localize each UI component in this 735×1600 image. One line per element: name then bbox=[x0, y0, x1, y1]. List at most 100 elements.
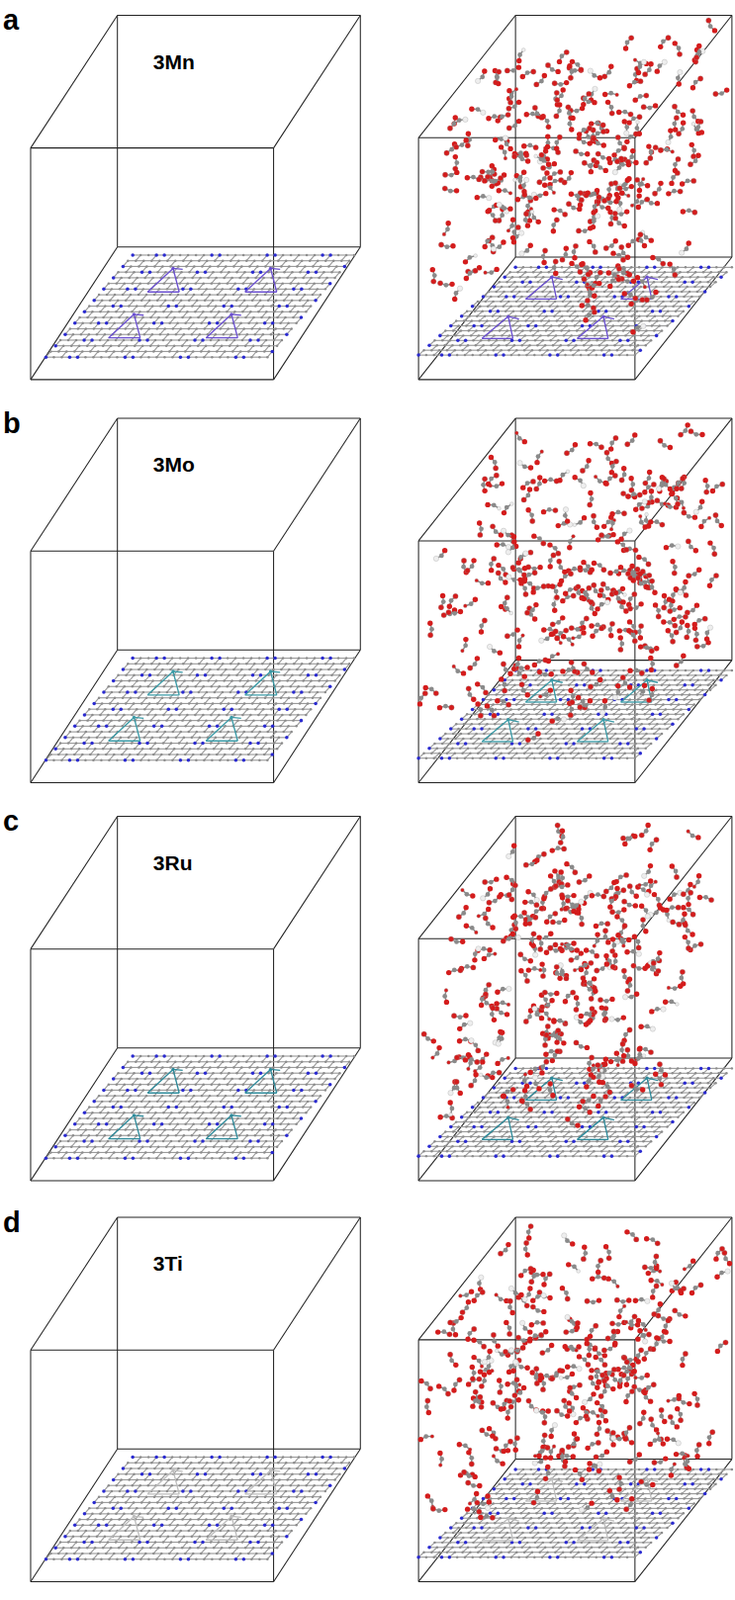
atom bbox=[169, 265, 172, 268]
atom bbox=[513, 280, 516, 283]
atom bbox=[599, 314, 602, 317]
atom bbox=[518, 339, 523, 344]
atom bbox=[704, 275, 707, 278]
atom bbox=[238, 333, 241, 336]
atom bbox=[493, 353, 498, 358]
carbon-atom bbox=[454, 290, 460, 296]
atom bbox=[290, 271, 293, 274]
atom bbox=[561, 180, 567, 185]
atom bbox=[558, 309, 561, 312]
atom bbox=[608, 349, 611, 352]
carbon-atom bbox=[691, 148, 697, 154]
atom bbox=[313, 298, 318, 303]
atom bbox=[541, 290, 544, 293]
atom bbox=[262, 333, 265, 336]
atom bbox=[541, 354, 544, 357]
atom bbox=[151, 333, 154, 336]
atom bbox=[131, 355, 136, 360]
atom bbox=[162, 339, 165, 342]
atom bbox=[523, 300, 526, 303]
atom bbox=[343, 265, 348, 270]
atom bbox=[218, 281, 221, 284]
oxygen-atom bbox=[515, 196, 521, 202]
atom bbox=[313, 254, 316, 257]
atom bbox=[144, 350, 147, 353]
atom bbox=[144, 322, 147, 325]
atom bbox=[542, 309, 547, 314]
oxygen-atom bbox=[430, 267, 436, 273]
atom bbox=[222, 304, 227, 309]
atom bbox=[630, 314, 633, 317]
atom bbox=[221, 287, 224, 290]
metal-atom bbox=[550, 275, 553, 279]
atom bbox=[524, 271, 527, 274]
atom bbox=[291, 316, 294, 319]
atom bbox=[124, 299, 127, 302]
atom bbox=[219, 299, 222, 302]
atom bbox=[209, 310, 212, 313]
atom bbox=[319, 265, 322, 268]
oxygen-atom bbox=[521, 143, 527, 149]
atom bbox=[276, 287, 279, 290]
carbon-atom bbox=[539, 79, 545, 85]
atom bbox=[143, 333, 146, 336]
atom bbox=[70, 344, 73, 347]
atom bbox=[514, 314, 517, 317]
atom bbox=[174, 259, 177, 262]
atom bbox=[78, 316, 81, 319]
atom bbox=[303, 265, 306, 268]
atom bbox=[595, 339, 598, 342]
atom bbox=[232, 293, 235, 296]
atom bbox=[457, 324, 460, 327]
atom bbox=[353, 254, 356, 257]
atom bbox=[715, 266, 718, 269]
atom bbox=[569, 300, 572, 303]
atom bbox=[531, 349, 534, 352]
atom bbox=[293, 276, 296, 279]
atom bbox=[694, 271, 697, 274]
atom bbox=[167, 276, 170, 279]
atom bbox=[573, 324, 576, 327]
atom bbox=[464, 324, 467, 327]
atom bbox=[655, 319, 658, 322]
atom bbox=[228, 344, 231, 347]
atom bbox=[477, 334, 480, 337]
atom bbox=[188, 316, 191, 319]
atom bbox=[148, 327, 151, 330]
oxygen-atom bbox=[544, 170, 550, 176]
atom bbox=[154, 310, 157, 313]
atom bbox=[554, 334, 557, 337]
atom bbox=[57, 350, 60, 353]
atom bbox=[682, 309, 685, 312]
atom bbox=[620, 309, 623, 312]
atom bbox=[266, 281, 269, 284]
atom bbox=[230, 276, 233, 279]
atom bbox=[231, 350, 234, 353]
atom bbox=[501, 353, 506, 358]
atom bbox=[110, 287, 113, 290]
atom bbox=[653, 300, 656, 303]
oxygen-atom bbox=[516, 99, 522, 105]
atom bbox=[609, 319, 612, 322]
atom bbox=[672, 290, 675, 293]
atom bbox=[181, 316, 184, 319]
atom bbox=[171, 356, 174, 359]
atom bbox=[190, 304, 193, 307]
atom bbox=[214, 333, 217, 336]
atom bbox=[187, 299, 190, 302]
atom bbox=[624, 285, 627, 288]
atom bbox=[129, 265, 132, 268]
atom bbox=[137, 265, 140, 268]
atom bbox=[666, 309, 669, 312]
atom bbox=[198, 304, 201, 307]
atom bbox=[524, 334, 527, 337]
atom bbox=[246, 333, 249, 336]
atom bbox=[104, 350, 107, 353]
atom bbox=[545, 266, 550, 271]
atom bbox=[656, 305, 659, 308]
atom bbox=[492, 284, 497, 289]
atom bbox=[247, 322, 250, 325]
atom bbox=[485, 319, 488, 322]
atom bbox=[622, 314, 625, 317]
atom bbox=[496, 309, 501, 314]
